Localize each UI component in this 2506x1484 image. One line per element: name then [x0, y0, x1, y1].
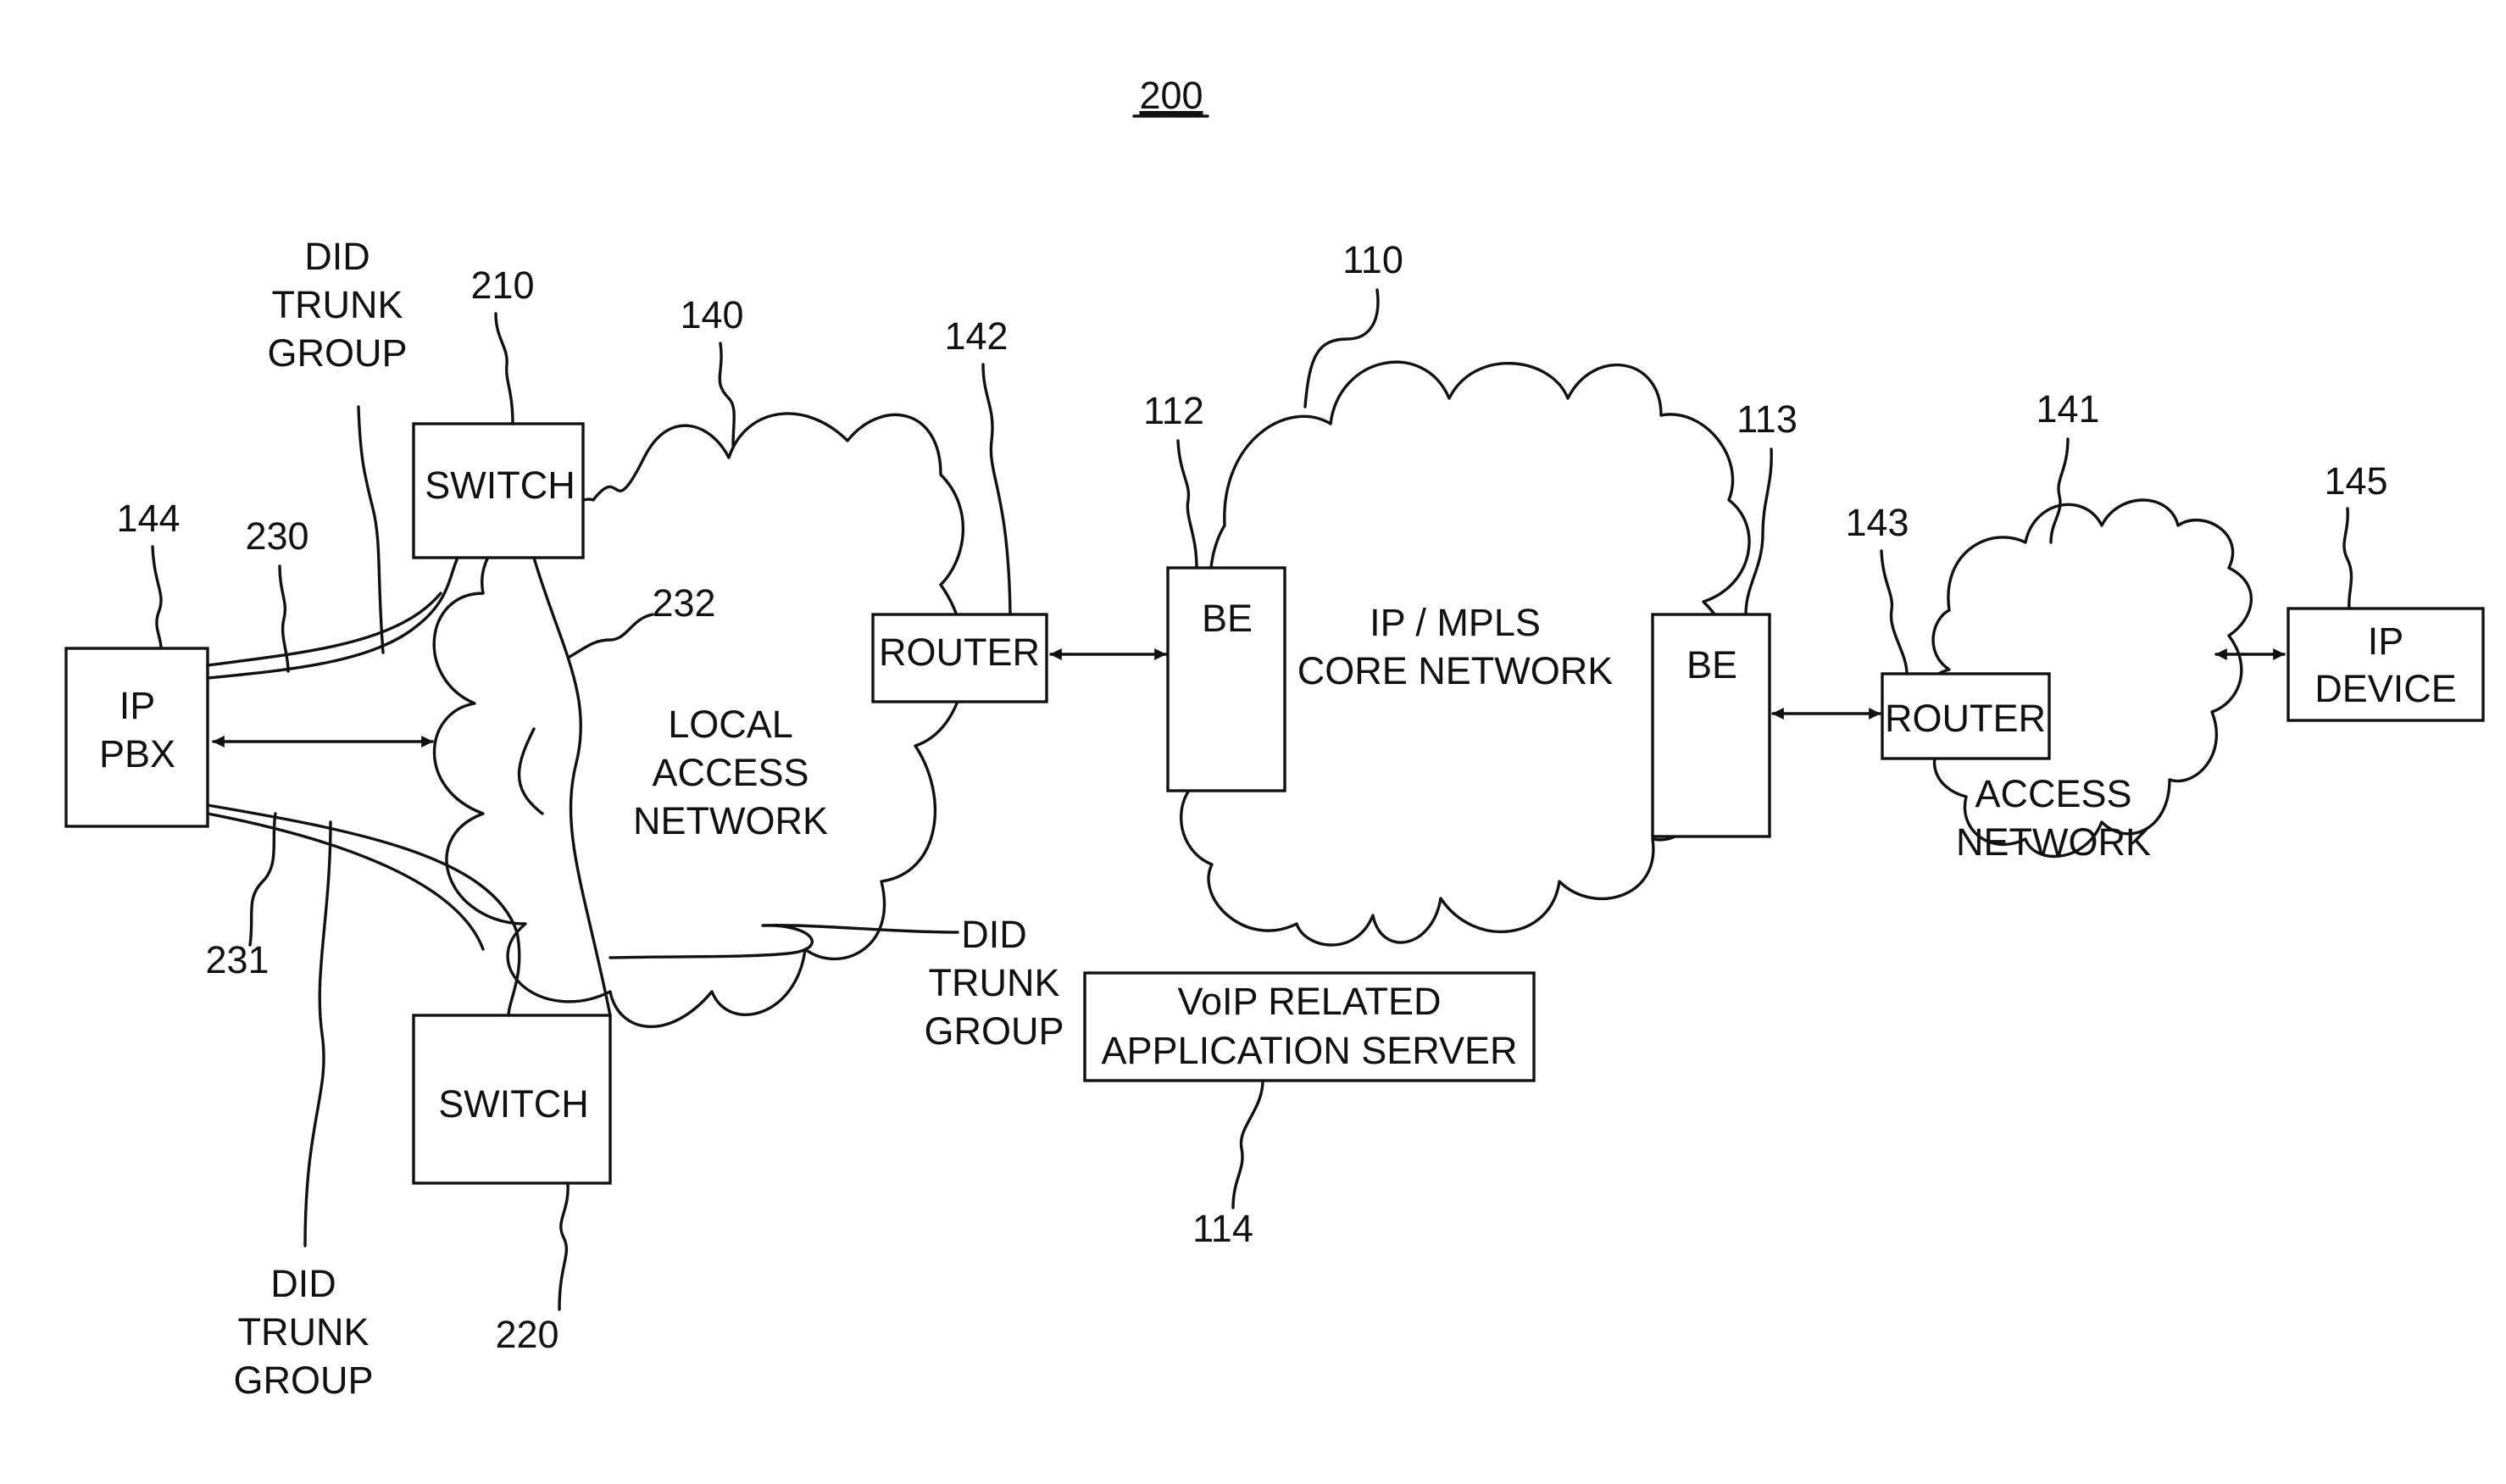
pbx-switch-bottom-line-a: [208, 805, 520, 1015]
be-left-label: BE: [1202, 597, 1253, 640]
core-network-line2: CORE NETWORK: [1297, 649, 1614, 692]
access-network-line1: ACCESS: [1975, 772, 2131, 815]
router-left-ref-leader: [983, 364, 1010, 614]
router-right-ref-leader: [1881, 551, 1907, 674]
core-network-ref-leader: [1305, 290, 1378, 407]
be-right-label: BE: [1686, 643, 1737, 686]
access-network-ref: 141: [2036, 387, 2099, 431]
trunk-bottom-ref: 231: [205, 938, 269, 981]
trunk-top-line3: GROUP: [267, 331, 407, 375]
ip-device-label-line2: DEVICE: [2314, 667, 2457, 710]
local-cloud-inner-edge: [520, 729, 543, 814]
router-right-ref: 143: [1845, 501, 1909, 544]
access-network-ref-leader: [2051, 439, 2068, 542]
switch-top-ref: 210: [470, 264, 534, 307]
trunk-right-leader: [610, 925, 958, 958]
trunk-top-ref: 230: [245, 514, 308, 558]
switch-top-label: SWITCH: [425, 464, 575, 507]
router-right-label: ROUTER: [1885, 697, 2046, 740]
core-network-ref: 110: [1342, 238, 1403, 281]
trunk-bottom-line1: DID: [270, 1262, 336, 1305]
trunk-bottom-ref-leader: [250, 814, 275, 945]
ip-device-label-line1: IP: [2368, 620, 2404, 663]
ip-pbx-ref-leader: [153, 547, 161, 648]
ip-device-ref-leader: [2344, 509, 2352, 609]
switch-interconnect-line: [534, 558, 610, 1015]
trunk-top-leader: [358, 407, 383, 653]
app-server-label-line1: VoIP RELATED: [1178, 980, 1442, 1023]
switch-bottom-ref: 220: [495, 1313, 558, 1356]
trunk-bottom-line2: TRUNK: [238, 1310, 370, 1353]
access-network-line2: NETWORK: [1956, 820, 2151, 864]
local-network-ref-leader: [720, 343, 734, 445]
trunk-bottom-line3: GROUP: [233, 1359, 373, 1402]
pbx-switch-bottom-line-b: [208, 814, 483, 949]
trunk-top-line2: TRUNK: [272, 283, 403, 326]
switch-bottom-label: SWITCH: [438, 1082, 588, 1126]
router-left-ref: 142: [944, 314, 1008, 358]
ip-device-ref: 145: [2324, 459, 2387, 503]
core-network-line1: IP / MPLS: [1370, 601, 1541, 644]
be-left-ref: 112: [1143, 389, 1204, 432]
local-network-line2: ACCESS: [652, 751, 808, 794]
trunk-bottom-leader: [305, 822, 331, 1246]
router-left-label: ROUTER: [879, 631, 1040, 674]
trunk-right-line1: DID: [961, 913, 1027, 956]
ip-pbx-ref: 144: [116, 497, 180, 540]
pbx-switch-top-line-b: [208, 593, 441, 665]
be-left-ref-leader: [1178, 441, 1197, 568]
trunk-right-line2: TRUNK: [929, 961, 1060, 1004]
app-server-label-line2: APPLICATION SERVER: [1102, 1029, 1518, 1072]
ip-pbx-label-line2: PBX: [99, 732, 175, 775]
switch-top-ref-leader: [496, 314, 513, 424]
trunk-top-line1: DID: [304, 235, 370, 278]
trunk-right-ref-leader: [570, 614, 653, 657]
be-right-ref: 113: [1736, 397, 1798, 441]
switch-bottom-ref-leader: [559, 1183, 568, 1309]
local-network-ref: 140: [680, 293, 743, 336]
app-server-ref-leader: [1233, 1081, 1263, 1208]
trunk-right-line3: GROUP: [924, 1009, 1064, 1053]
ip-pbx-label-line1: IP: [119, 684, 156, 727]
local-network-line1: LOCAL: [668, 703, 793, 746]
figure-number: 200: [1139, 74, 1203, 117]
local-network-line3: NETWORK: [633, 799, 828, 842]
app-server-ref: 114: [1192, 1207, 1253, 1250]
trunk-right-ref: 232: [652, 581, 715, 625]
